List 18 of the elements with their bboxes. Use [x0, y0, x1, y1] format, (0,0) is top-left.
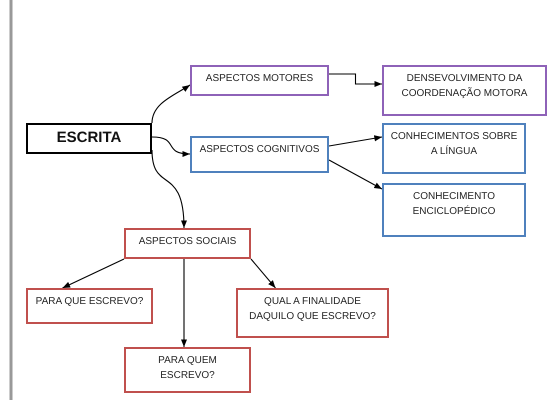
topic-box: QUAL A FINALIDADE DAQUILO QUE ESCREVO? [236, 288, 389, 338]
topic-box: PARA QUEM ESCREVO? [124, 347, 251, 393]
arrow [152, 136, 190, 157]
arrow [180, 259, 188, 347]
topic-box: CONHECIMENTO ENCICLOPÉDICO [382, 183, 526, 237]
topic-box: CONHECIMENTOS SOBRE A LÍNGUA [382, 123, 526, 174]
topic-box: ASPECTOS COGNITIVOS [190, 136, 329, 173]
title-box: ESCRITA [26, 123, 152, 154]
arrow [328, 160, 382, 190]
topic-box: DENSEVOLVIMENTO DA COORDENAÇÃO MOTORA [382, 65, 547, 116]
arrow [328, 135, 382, 147]
arrow [151, 84, 190, 124]
topic-box: PARA QUE ESCREVO? [26, 288, 153, 324]
arrow [329, 73, 382, 88]
arrow [62, 258, 124, 288]
topic-box: ASPECTOS SOCIAIS [124, 228, 251, 259]
topic-box: ASPECTOS MOTORES [190, 65, 329, 96]
arrow [250, 258, 276, 288]
